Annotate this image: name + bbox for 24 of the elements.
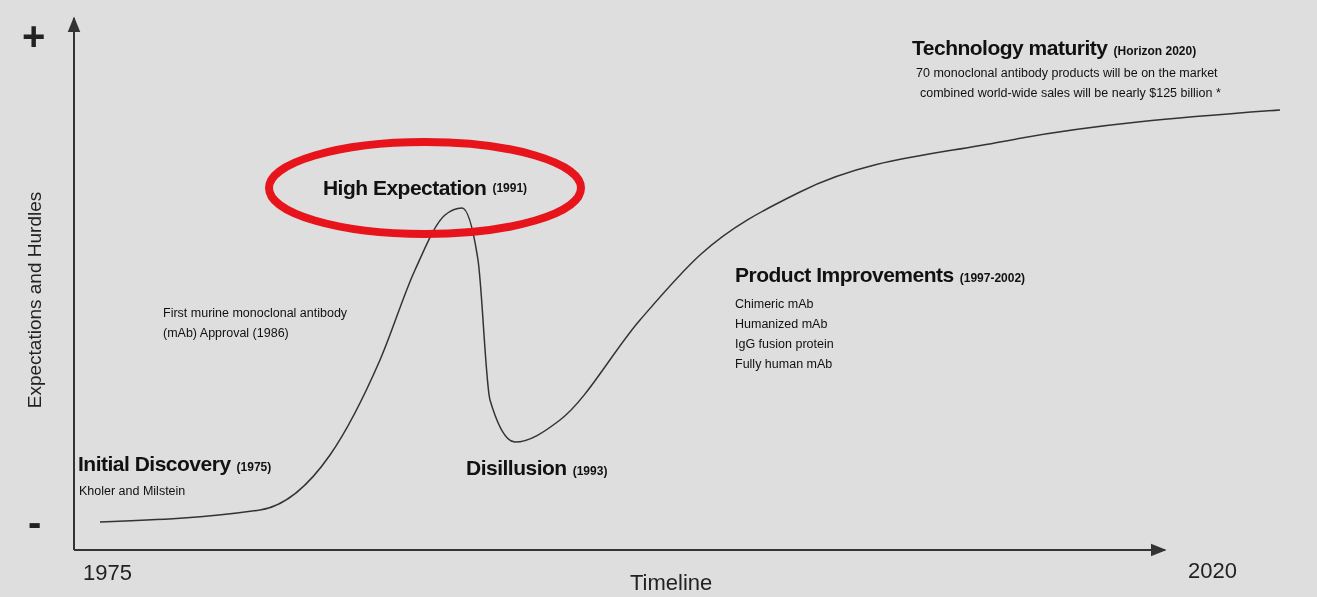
stage-note: combined world-wide sales will be nearly $125 billion * [920,86,1221,100]
stage-year: (1991) [492,181,528,195]
milestone-note: First murine monoclonal antibody (mAb) Approval (1986) [163,305,349,342]
axis-label: 2020 [1188,558,1237,584]
list-item: Humanized mAb [735,317,828,331]
minus-sign: - [28,500,42,545]
stage-note: 70 monoclonal antibody products will be on the market [916,66,1218,80]
stage-year: (1997-2002) [959,271,1026,285]
list-item: Chimeric mAb [735,297,814,311]
stage-title: Technology maturity [912,36,1108,60]
axis-title: Expectations and Hurdles [24,191,46,409]
stage-title: Initial Discovery [78,452,231,476]
list-item: Fully human mAb [735,357,833,371]
list-item: IgG fusion protein [735,337,834,351]
stage-year: (1993) [572,464,608,478]
stage-title: Disillusion [466,456,567,480]
stage-title: Product Improvements [735,263,954,287]
stage-note: Kholer and Milstein [79,484,186,498]
stage-title: High Expectation [322,176,487,200]
axis-title: Timeline [630,570,713,596]
stage-year: (1975) [236,460,272,474]
stage-year: (Horizon 2020) [1113,44,1197,58]
axis-label: 1975 [83,560,132,586]
plus-sign: + [22,14,46,59]
